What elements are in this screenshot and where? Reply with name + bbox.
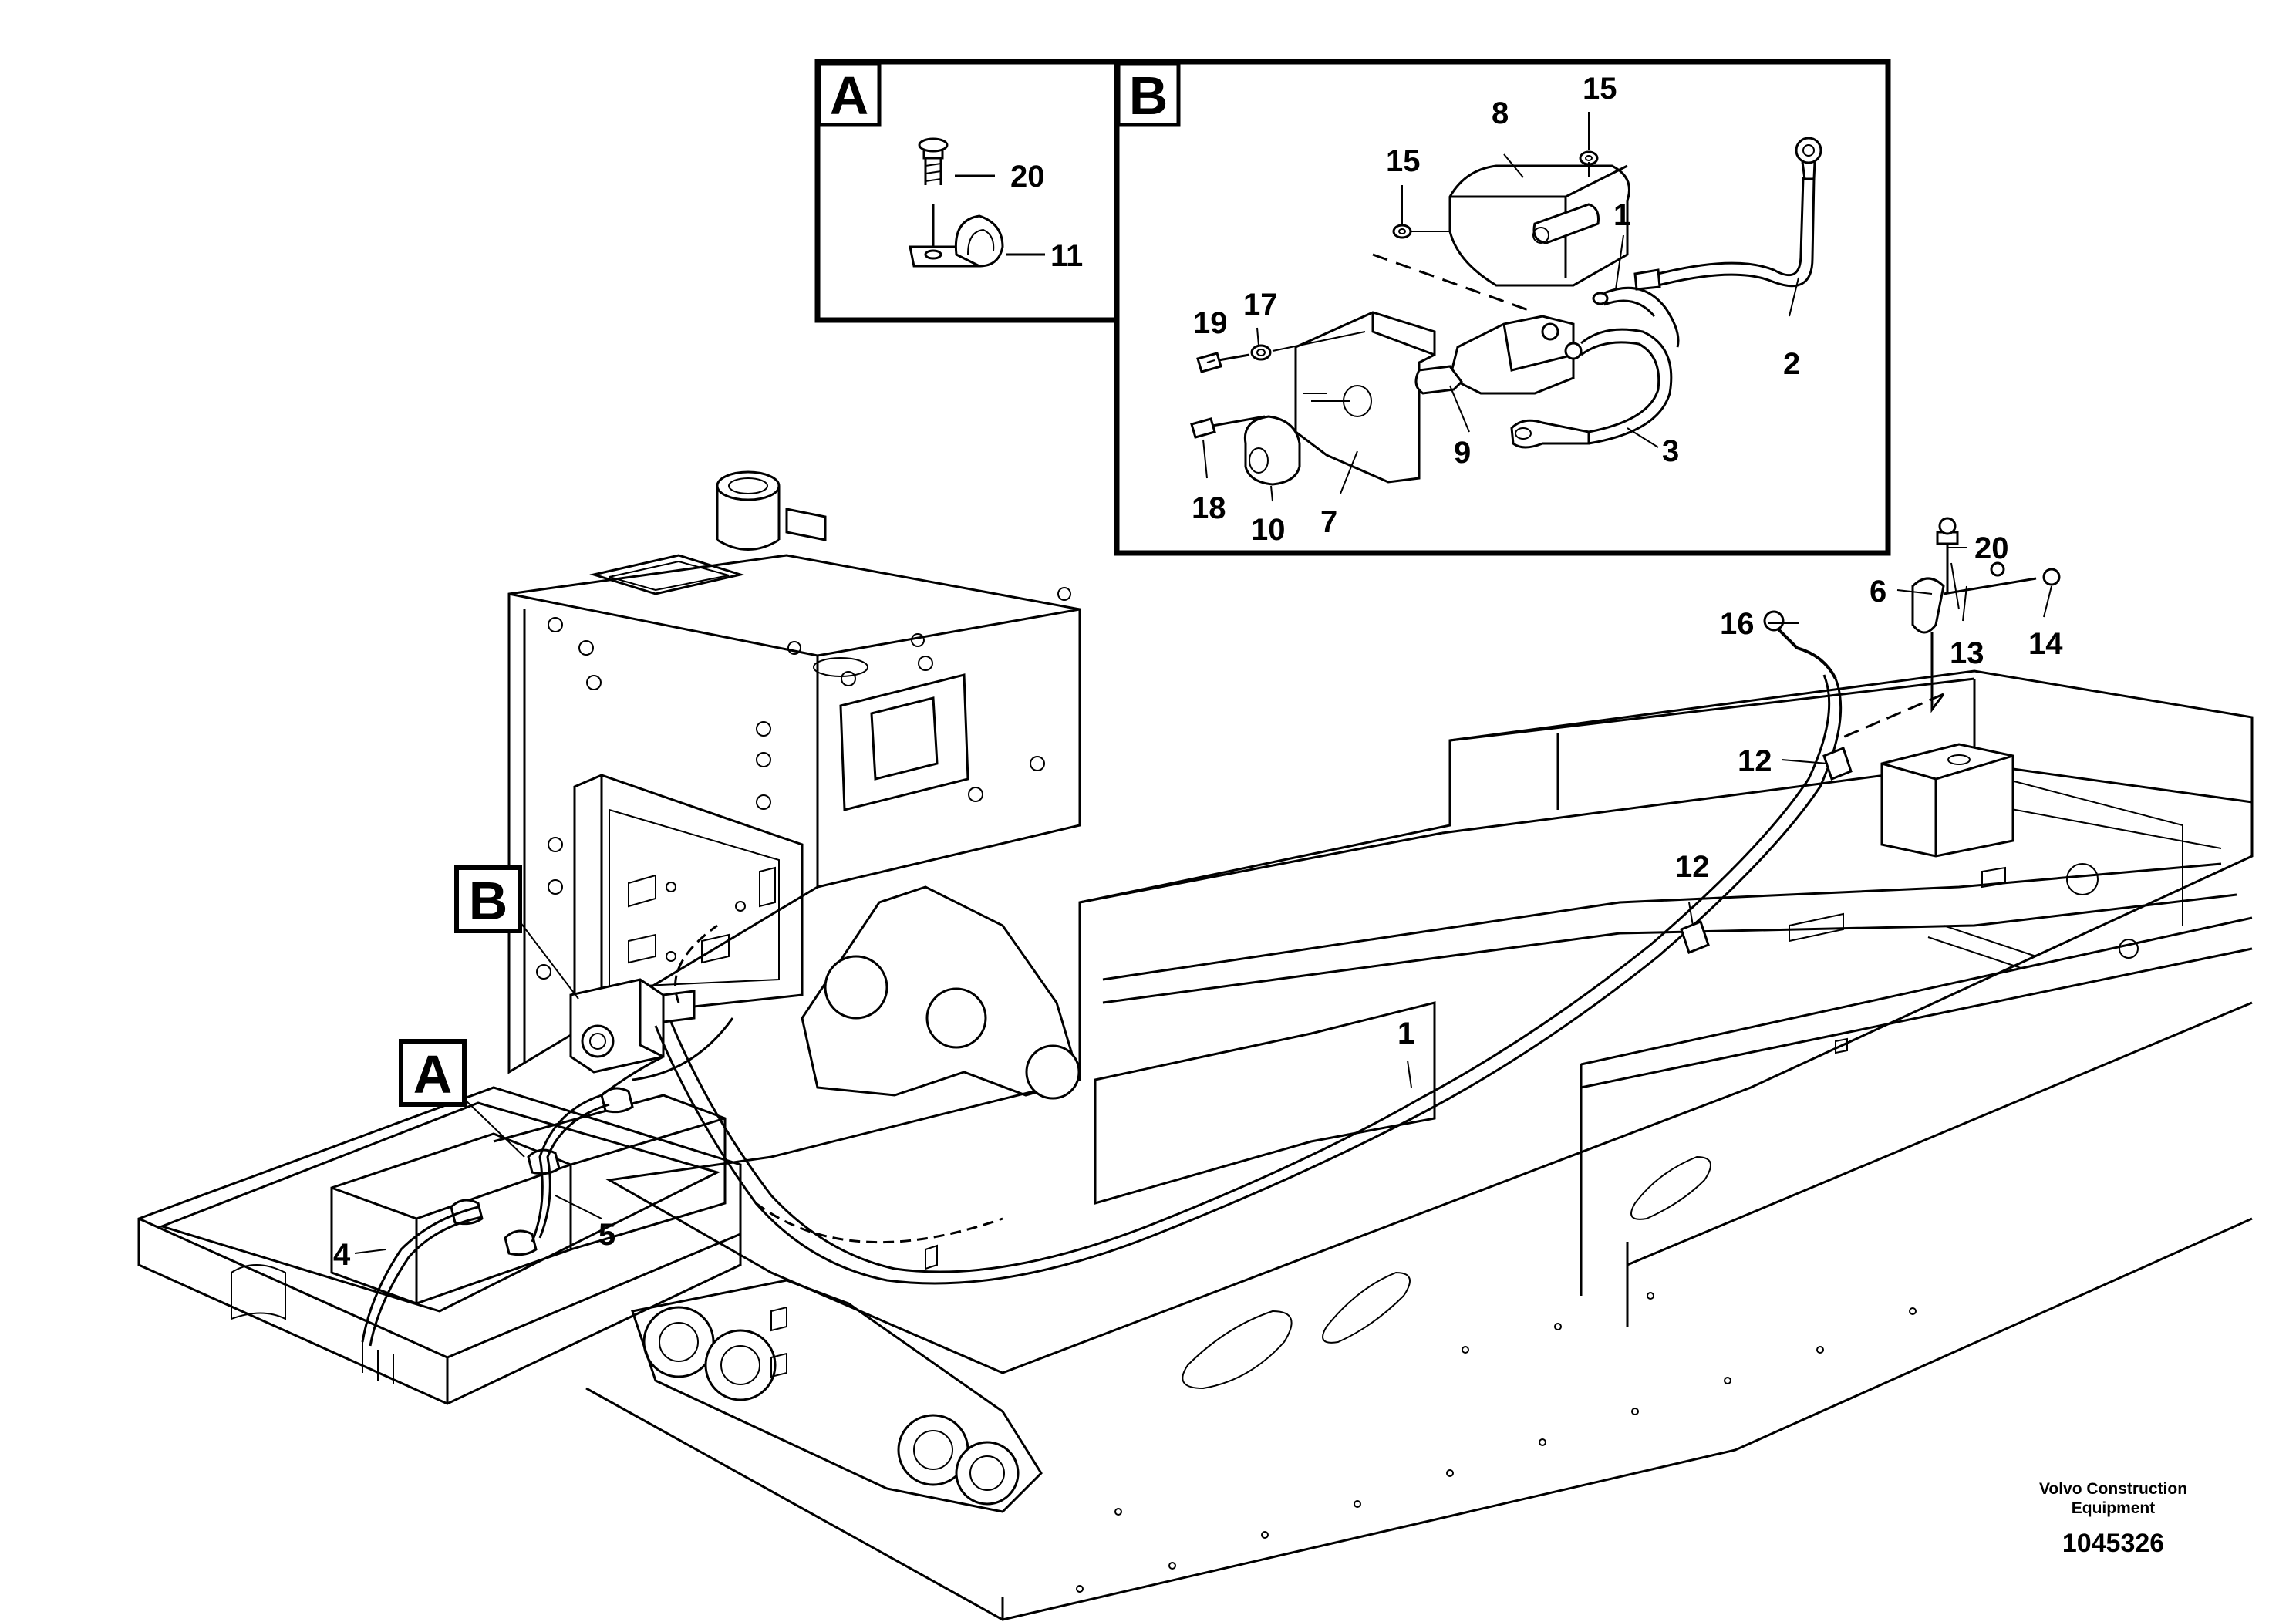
tank-block bbox=[507, 470, 1081, 1074]
machine-frame-drawing bbox=[137, 470, 2254, 1621]
label-m-16: 16 bbox=[1720, 607, 1755, 641]
company-name-line1: Volvo Construction bbox=[2039, 1480, 2187, 1498]
bolt-icon bbox=[918, 137, 949, 185]
label-m-20: 20 bbox=[1974, 531, 2009, 565]
label-b-3: 3 bbox=[1662, 434, 1679, 468]
callout-b: B bbox=[454, 865, 579, 1000]
boom-foot bbox=[585, 885, 2253, 1621]
detail-box-a: A 20 11 bbox=[814, 59, 1120, 323]
footer: Volvo Construction Equipment 1045326 bbox=[2039, 1480, 2187, 1558]
label-b-15-top: 15 bbox=[1583, 72, 1617, 106]
detail-a-letter: A bbox=[830, 66, 869, 126]
screw-icons bbox=[1190, 331, 1366, 439]
cable-3-drawing bbox=[1510, 328, 1673, 449]
label-a-11: 11 bbox=[1050, 239, 1083, 273]
label-m-12-upper: 12 bbox=[1738, 744, 1772, 778]
label-b-17: 17 bbox=[1243, 288, 1278, 322]
cables bbox=[361, 517, 2061, 1347]
label-b-8: 8 bbox=[1492, 96, 1509, 130]
drawing-number: 1045326 bbox=[2062, 1529, 2164, 1558]
label-b-19: 19 bbox=[1193, 306, 1228, 340]
mount-bracket-drawing bbox=[1294, 311, 1436, 484]
label-m-12-lower: 12 bbox=[1675, 850, 1710, 884]
control-box bbox=[573, 774, 804, 1020]
label-m-4: 4 bbox=[333, 1238, 351, 1272]
label-b-2: 2 bbox=[1783, 347, 1800, 381]
clamp-icon bbox=[909, 204, 1004, 268]
battery-tray bbox=[137, 1086, 742, 1405]
label-m-5: 5 bbox=[598, 1218, 615, 1252]
main-leader-lines bbox=[354, 547, 2052, 1254]
callout-b-letter: B bbox=[469, 871, 508, 931]
main-frame bbox=[605, 669, 2254, 1390]
switch-cover-drawing bbox=[1448, 164, 1630, 287]
company-name-line2: Equipment bbox=[2072, 1499, 2156, 1517]
disconnect-switch-drawing bbox=[1414, 315, 1583, 395]
label-b-9: 9 bbox=[1454, 436, 1471, 470]
label-a-20: 20 bbox=[1010, 160, 1045, 194]
label-m-1: 1 bbox=[1397, 1017, 1414, 1050]
knob-drawing bbox=[1243, 415, 1301, 486]
callout-a: A bbox=[399, 1039, 525, 1158]
callout-a-letter: A bbox=[413, 1044, 453, 1104]
label-m-13: 13 bbox=[1950, 636, 1984, 670]
leader-lines-b bbox=[1202, 112, 1799, 502]
label-b-1: 1 bbox=[1613, 198, 1630, 232]
label-b-18: 18 bbox=[1192, 491, 1226, 525]
cable-2-drawing bbox=[1633, 137, 1822, 291]
label-m-14: 14 bbox=[2028, 627, 2063, 661]
washer-icons bbox=[1392, 150, 1599, 239]
label-b-7: 7 bbox=[1320, 505, 1337, 539]
label-b-15-left: 15 bbox=[1386, 144, 1421, 178]
cable-1-stub bbox=[1592, 286, 1680, 348]
detail-b-letter: B bbox=[1129, 66, 1168, 126]
label-m-6: 6 bbox=[1870, 575, 1886, 609]
detail-box-b: B bbox=[1114, 59, 1891, 556]
label-b-10: 10 bbox=[1251, 513, 1286, 547]
